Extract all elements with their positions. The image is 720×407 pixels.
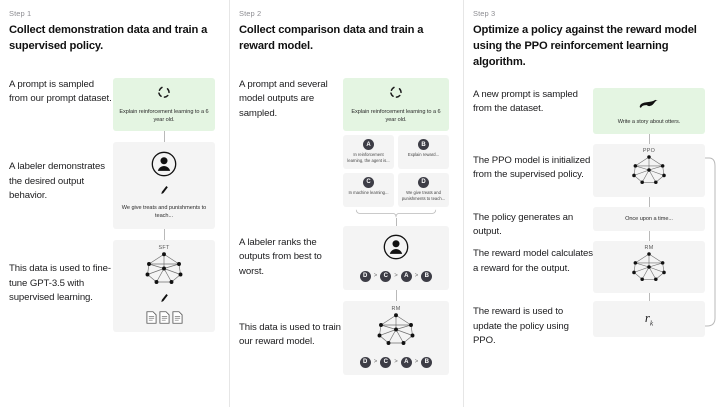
neural-network-icon xyxy=(628,155,670,190)
brace-icon xyxy=(355,209,437,217)
rank-sep: > xyxy=(373,359,378,366)
output-text-c: In machine learning... xyxy=(348,189,389,195)
output-badge-d: D xyxy=(418,176,429,188)
output-card-b: B Explain reward... xyxy=(398,135,449,169)
rank-sep: > xyxy=(394,359,398,366)
rank-badge-3: A xyxy=(400,356,412,368)
step-1-caption-1: A prompt is sampled from our prompt data… xyxy=(9,78,112,105)
step-2-label: Step 2 xyxy=(239,9,262,18)
step-3-prompt-card: Write a story about otters. xyxy=(593,87,705,134)
step-3-title: Optimize a policy against the reward mod… xyxy=(473,24,697,68)
step-2-column: Step 2 Collect comparison data and train… xyxy=(229,0,463,407)
step-3-ppo-card: PPO xyxy=(593,143,705,197)
rank-badge-2: C xyxy=(380,356,392,368)
rank-badge-3: A xyxy=(400,270,412,282)
neural-network-icon xyxy=(141,252,187,290)
output-text-d: We give treats and punishments to teach.… xyxy=(401,189,446,201)
step-3-ppo-title: PPO xyxy=(642,147,656,154)
step-1-prompt-card: Explain reinforcement learning to a 6 ye… xyxy=(113,77,215,132)
output-card-d: D We give treats and punishments to teac… xyxy=(398,172,449,207)
rank-sep: > xyxy=(414,273,419,280)
pen-icon xyxy=(160,290,169,308)
step-2-rm-card: RM xyxy=(343,300,449,375)
step-2-caption-1: A prompt and several model outputs are s… xyxy=(239,78,328,119)
recycle-icon xyxy=(157,85,171,104)
rank-badge-4: B xyxy=(421,356,433,368)
output-badge-c: C xyxy=(363,176,374,188)
output-badge-b: B xyxy=(418,139,429,151)
step-2-title: Collect comparison data and train a rewa… xyxy=(239,24,424,52)
step-1-sft-title: SFT xyxy=(158,245,170,252)
step-2-caption-2: A labeler ranks the outputs from best to… xyxy=(239,236,322,277)
neural-network-icon xyxy=(628,252,670,287)
step-2-prompt-text: Explain reinforcement learning to a 6 ye… xyxy=(351,108,441,123)
rank-badge-1: D xyxy=(359,270,371,282)
neural-network-icon xyxy=(373,312,419,351)
person-icon xyxy=(383,234,409,265)
reward-symbol: rk xyxy=(644,309,654,328)
step-1-caption-3: This data is used to fine-tune GPT-3.5 w… xyxy=(9,263,111,304)
rank-sep: > xyxy=(394,273,398,280)
step-2-rm-ranking: D > C > A > B xyxy=(359,356,433,368)
rank-badge-4: B xyxy=(421,270,433,282)
step-2-ranking: D > C > A > B xyxy=(359,270,433,282)
step-2-rm-title: RM xyxy=(391,305,401,312)
step-3-rm-card: RM xyxy=(593,240,705,293)
step-3-rm-title: RM xyxy=(644,244,654,251)
person-icon xyxy=(151,151,177,182)
rank-badge-1: D xyxy=(359,356,371,368)
step-1-label: Step 1 xyxy=(9,9,32,18)
step-2-prompt-card: Explain reinforcement learning to a 6 ye… xyxy=(343,77,449,132)
step-3-caption-1: A new prompt is sampled from the dataset… xyxy=(473,88,578,115)
step-3-caption-3: The policy generates an output. xyxy=(473,211,574,238)
step-3-column: Step 3 Optimize a policy against the rew… xyxy=(463,0,720,407)
output-text-b: Explain reward... xyxy=(407,152,440,158)
rank-sep: > xyxy=(414,359,419,366)
step-3-label: Step 3 xyxy=(473,9,496,18)
step-1-title: Collect demonstration data and train a s… xyxy=(9,24,208,52)
rank-sep: > xyxy=(373,273,378,280)
recycle-icon xyxy=(389,85,403,104)
step-2-labeler-card: D > C > A > B xyxy=(343,225,449,290)
output-badge-a: A xyxy=(363,139,374,151)
step-2-outputs-grid: A In reinforcement learning, the agent i… xyxy=(343,135,449,207)
step-1-caption-2: A labeler demonstrates the desired outpu… xyxy=(9,161,105,202)
step-1-prompt-text: Explain reinforcement learning to a 6 ye… xyxy=(119,108,209,123)
output-card-c: C In machine learning... xyxy=(343,172,394,207)
step-3-prompt-text: Write a story about otters. xyxy=(617,118,681,125)
documents-icon xyxy=(145,311,183,324)
step-2-caption-3: This data is used to train our reward mo… xyxy=(239,321,341,348)
output-text-a: In reinforcement learning, the agent is.… xyxy=(347,152,390,163)
step-3-output-text: Once upon a time... xyxy=(625,215,673,222)
step-3-caption-2: The PPO model is initialized from the su… xyxy=(473,154,591,181)
pen-icon xyxy=(160,182,169,200)
step-3-caption-4: The reward model calculates a reward for… xyxy=(473,247,593,274)
step-3-reward-card: rk xyxy=(593,300,705,337)
otter-icon xyxy=(639,96,659,114)
output-card-a: A In reinforcement learning, the agent i… xyxy=(343,135,394,169)
step-1-labeler-text: We give treats and punishments to teach.… xyxy=(121,205,207,220)
step-1-labeler-card: We give treats and punishments to teach.… xyxy=(113,142,215,230)
step-1-column: Step 1 Collect demonstration data and tr… xyxy=(0,0,229,407)
step-1-sft-card: SFT xyxy=(113,240,215,333)
step-3-output-card: Once upon a time... xyxy=(593,206,705,231)
rank-badge-2: C xyxy=(380,270,392,282)
step-3-caption-5: The reward is used to update the policy … xyxy=(473,305,569,347)
